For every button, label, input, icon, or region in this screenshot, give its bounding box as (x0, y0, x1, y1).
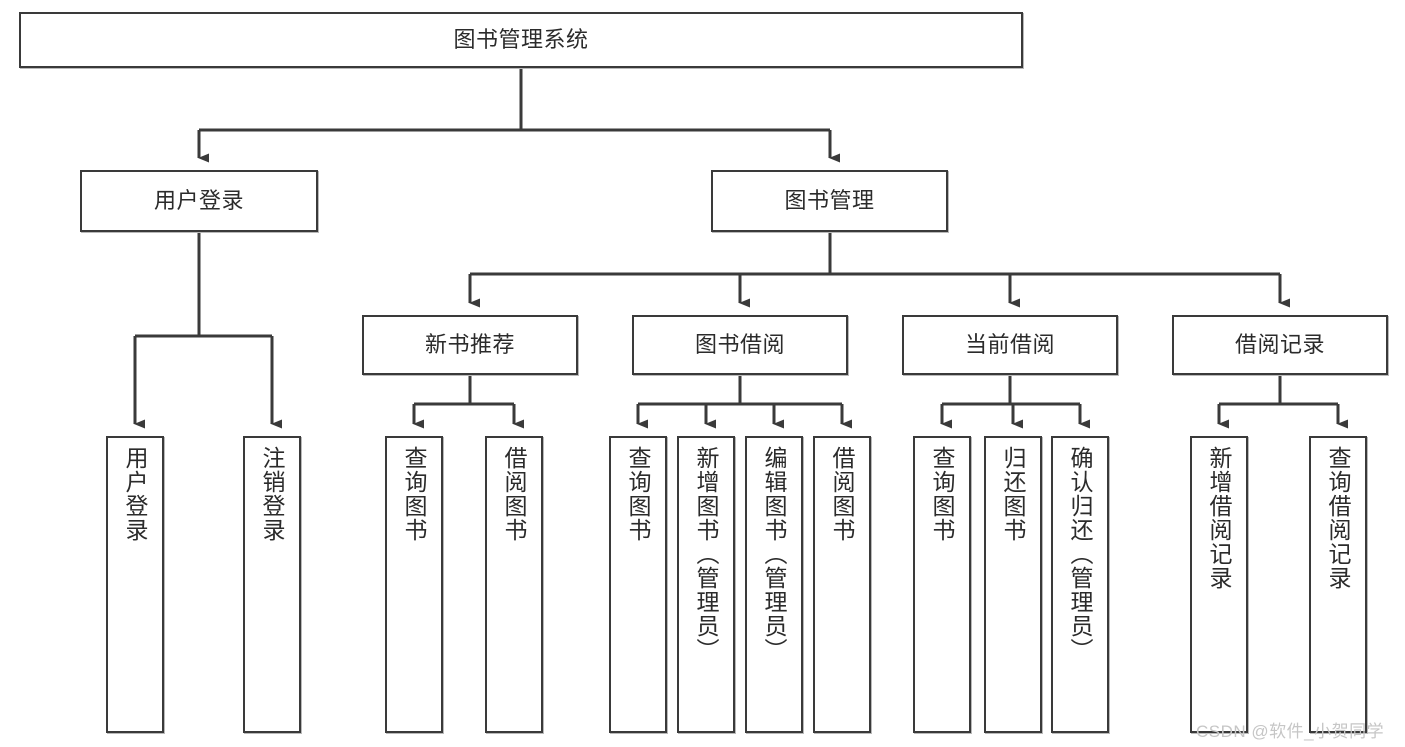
node-root-label: 图书管理系统 (453, 26, 589, 52)
node-leaf-borrow-book[interactable]: 借阅图书 (813, 436, 871, 733)
node-book-management[interactable]: 图书管理 (711, 170, 948, 232)
node-borrow-records[interactable]: 借阅记录 (1172, 315, 1388, 375)
node-leaf-add-book-admin[interactable]: 新增图书（管理员） (677, 436, 735, 733)
node-leaf-label: 借阅图书 (829, 446, 856, 542)
node-leaf-label: 归还图书 (1000, 446, 1027, 542)
node-leaf-query-book-new[interactable]: 查询图书 (385, 436, 443, 733)
node-book-management-label: 图书管理 (784, 187, 875, 213)
node-leaf-borrow-book-new[interactable]: 借阅图书 (485, 436, 543, 733)
node-leaf-edit-book-admin[interactable]: 编辑图书（管理员） (745, 436, 803, 733)
node-new-book-recommend-label: 新书推荐 (424, 331, 515, 357)
node-leaf-label: 编辑图书（管理员） (761, 446, 788, 662)
node-current-borrow[interactable]: 当前借阅 (902, 315, 1118, 375)
node-book-borrow[interactable]: 图书借阅 (632, 315, 848, 375)
node-new-book-recommend[interactable]: 新书推荐 (362, 315, 578, 375)
node-leaf-label: 查询图书 (625, 446, 652, 542)
node-leaf-user-login[interactable]: 用户登录 (106, 436, 164, 733)
node-leaf-label: 新增借阅记录 (1206, 446, 1233, 590)
node-leaf-query-book[interactable]: 查询图书 (609, 436, 667, 733)
node-leaf-label: 注销登录 (259, 446, 286, 542)
node-leaf-add-borrow-record[interactable]: 新增借阅记录 (1190, 436, 1248, 733)
node-leaf-label: 查询图书 (929, 446, 956, 542)
node-leaf-logout[interactable]: 注销登录 (243, 436, 301, 733)
node-leaf-label: 查询图书 (401, 446, 428, 542)
node-leaf-query-borrow-record[interactable]: 查询借阅记录 (1309, 436, 1367, 733)
node-leaf-label: 新增图书（管理员） (693, 446, 720, 662)
node-leaf-query-book-current[interactable]: 查询图书 (913, 436, 971, 733)
node-borrow-records-label: 借阅记录 (1234, 331, 1325, 357)
node-leaf-label: 确认归还（管理员） (1067, 446, 1094, 662)
node-user-login[interactable]: 用户登录 (80, 170, 318, 232)
node-leaf-label: 用户登录 (122, 446, 149, 542)
node-leaf-label: 查询借阅记录 (1325, 446, 1352, 590)
node-leaf-confirm-return-admin[interactable]: 确认归还（管理员） (1051, 436, 1109, 733)
node-root-system[interactable]: 图书管理系统 (19, 12, 1023, 68)
node-book-borrow-label: 图书借阅 (694, 331, 785, 357)
node-current-borrow-label: 当前借阅 (964, 331, 1055, 357)
node-user-login-label: 用户登录 (153, 187, 244, 213)
node-leaf-label: 借阅图书 (501, 446, 528, 542)
node-leaf-return-book[interactable]: 归还图书 (984, 436, 1042, 733)
